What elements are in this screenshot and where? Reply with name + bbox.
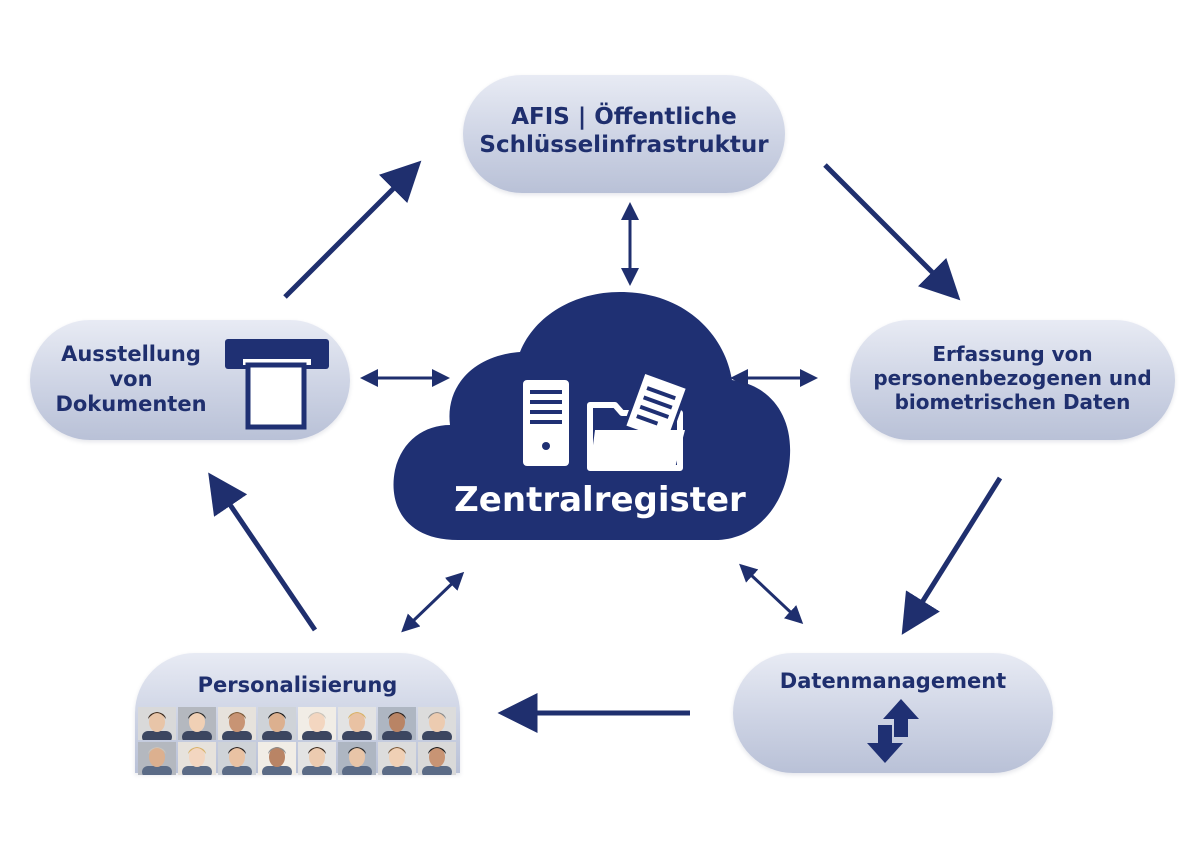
node-datenmanagement: Datenmanagement bbox=[733, 653, 1053, 773]
up-down-transfer-icon bbox=[867, 699, 919, 763]
portrait-photo bbox=[218, 707, 256, 740]
link-personalisierung-center bbox=[401, 571, 465, 633]
node-datenmanagement-label: Datenmanagement bbox=[779, 669, 1007, 693]
server-icon bbox=[523, 380, 569, 466]
portrait-photo bbox=[378, 707, 416, 740]
node-ausstellung: Ausstellung von Dokumenten bbox=[30, 320, 350, 440]
portrait-photo bbox=[378, 742, 416, 775]
portrait-photo bbox=[338, 707, 376, 740]
arrow-ausstellung-to-afis bbox=[283, 160, 422, 299]
portrait-photo bbox=[178, 707, 216, 740]
portrait-photo bbox=[138, 707, 176, 740]
folder-document-icon bbox=[587, 370, 690, 471]
portrait-photo bbox=[258, 707, 296, 740]
portrait-photo bbox=[178, 742, 216, 775]
portrait-photo bbox=[418, 707, 456, 740]
center-label: Zentralregister bbox=[454, 480, 746, 520]
document-issuing-icon bbox=[225, 339, 329, 430]
node-ausstellung-label: Ausstellung von Dokumenten bbox=[55, 342, 207, 417]
node-erfassung-label: Erfassung von personenbezogenen und biom… bbox=[873, 342, 1152, 414]
portrait-photo bbox=[138, 742, 176, 775]
portrait-photo bbox=[298, 707, 336, 740]
link-datenmanagement-center bbox=[739, 563, 804, 625]
portrait-photo bbox=[418, 742, 456, 775]
portrait-photo bbox=[218, 742, 256, 775]
node-personalisierung-label: Personalisierung bbox=[197, 673, 398, 697]
arrow-personalisierung-to-ausstellung bbox=[208, 472, 318, 632]
portrait-photo-grid bbox=[137, 706, 459, 776]
node-afis: AFIS | Öffentliche Schlüsselinfrastruktu… bbox=[463, 75, 785, 193]
portrait-photo bbox=[298, 742, 336, 775]
arrow-erfassung-to-datenmanagement bbox=[901, 476, 1003, 635]
node-erfassung: Erfassung von personenbezogenen und biom… bbox=[850, 320, 1175, 440]
node-afis-label: AFIS | Öffentliche Schlüsselinfrastruktu… bbox=[479, 104, 769, 158]
portrait-photo bbox=[338, 742, 376, 775]
arrow-afis-to-erfassung bbox=[823, 163, 961, 301]
portrait-photo bbox=[258, 742, 296, 775]
